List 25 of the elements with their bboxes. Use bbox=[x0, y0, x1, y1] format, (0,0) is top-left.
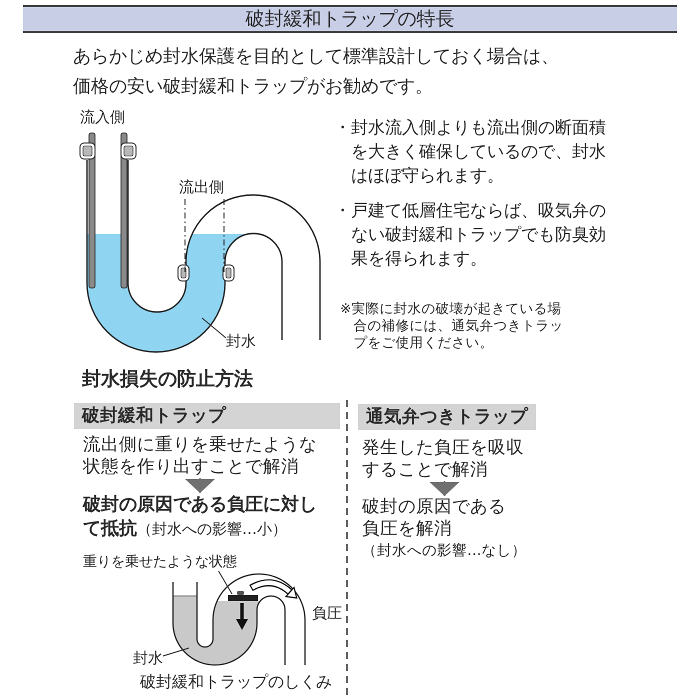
effect-note: （封水への影響…なし） bbox=[362, 542, 526, 561]
result-text: 破封の原因である負圧を解消 bbox=[362, 496, 507, 540]
result-text: 破封の原因である負圧に対して抵抗（封水への影響…小） bbox=[83, 493, 319, 541]
figure-caption: 破封緩和トラップのしくみ bbox=[140, 671, 332, 692]
column-heading: 通気弁つきトラップ bbox=[358, 404, 536, 430]
intro-paragraph: あらかじめ封水保護を目的として標準設計しておく場合は、価格の安い破封緩和トラップがお勧めです。 bbox=[73, 45, 560, 99]
bullet-text: ・戸建て低層住宅ならば、吸気弁のない破封緩和トラップでも防臭効果を得られます。 bbox=[334, 200, 607, 271]
arrow bbox=[430, 481, 460, 496]
callout-label: 封水 bbox=[133, 648, 163, 668]
arrow bbox=[185, 478, 215, 493]
section-subheading: 封水損失の防止方法 bbox=[82, 367, 253, 392]
callout-label: 封水 bbox=[226, 331, 256, 351]
pressure-label: 負圧 bbox=[312, 603, 342, 623]
leader-line bbox=[202, 318, 226, 338]
outlet-label: 流出側 bbox=[179, 177, 224, 197]
title-band: 破封緩和トラップの特長 bbox=[23, 5, 677, 33]
step-text: 発生した負圧を吸収することで解消 bbox=[362, 437, 527, 481]
callout-label: 重りを乗せたような状態 bbox=[83, 553, 237, 571]
column-heading: 破封緩和トラップ bbox=[74, 403, 340, 429]
leader-line bbox=[218, 570, 232, 594]
step-text: 流出側に重りを乗せたような状態を作り出すことで解消 bbox=[83, 434, 317, 478]
leader-line bbox=[162, 648, 190, 656]
bullet-text: ・封水流入側よりも流出側の断面積を大きく確保しているので、封水はほぼ守られます。 bbox=[334, 117, 607, 188]
inlet-label: 流入側 bbox=[80, 107, 125, 127]
note-text: ※実際に封水の破壊が起きている場合の補修には、通気弁つきトラップをご使用ください。 bbox=[340, 301, 564, 352]
